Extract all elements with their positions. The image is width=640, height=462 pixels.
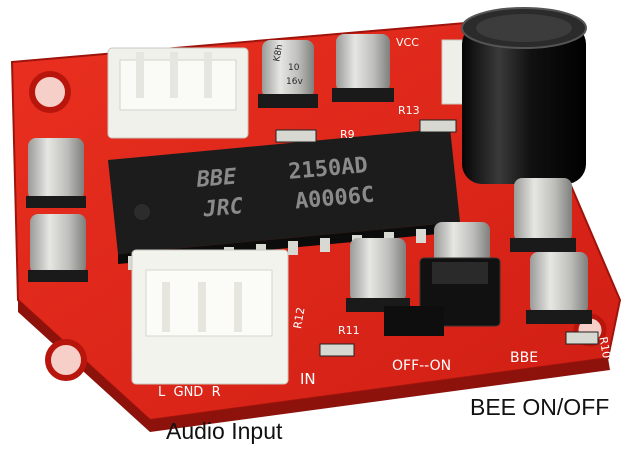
cap-marking-value: 10 xyxy=(288,63,300,73)
audio-input-caption: Audio Input xyxy=(166,418,283,444)
electrolytic-capacitor xyxy=(461,7,587,184)
smd-capacitor-7 xyxy=(510,178,576,252)
chip-brand-1: BBE xyxy=(195,164,239,193)
mounting-hole xyxy=(29,71,71,113)
smd-capacitor-3 xyxy=(258,40,318,108)
smd-capacitor-2 xyxy=(28,214,88,282)
smd-resistors xyxy=(275,119,599,357)
silk-r9: R9 xyxy=(340,128,355,141)
cap-marking-brand: K8h xyxy=(272,44,285,63)
power-connector xyxy=(107,47,249,139)
silk-r13: R13 xyxy=(398,104,420,117)
chip-brand-2: JRC xyxy=(201,194,245,223)
bbe-switch-caption: BEE ON/OFF xyxy=(470,394,610,420)
mounting-hole xyxy=(45,339,87,381)
pcb-edge xyxy=(18,300,610,432)
audio-input-connector xyxy=(131,249,289,385)
silk-input-pins: L GND R xyxy=(158,385,221,400)
smd-capacitor-5 xyxy=(346,238,410,312)
silk-r11: R11 xyxy=(338,324,360,337)
cap-marking-voltage: 16v xyxy=(286,77,303,87)
smd-capacitor-8 xyxy=(526,252,592,324)
silk-r10: R10 xyxy=(596,336,613,360)
silk-off-on: OFF--ON xyxy=(392,358,451,374)
silk-r12: R12 xyxy=(291,306,308,330)
smd-capacitor-1 xyxy=(26,138,86,208)
bbe-jumper xyxy=(384,257,501,336)
silk-vcc: VCC xyxy=(396,36,419,49)
silk-in: IN xyxy=(300,370,316,388)
silk-bbe: BBE xyxy=(510,350,538,366)
smd-capacitor-4 xyxy=(332,34,394,102)
